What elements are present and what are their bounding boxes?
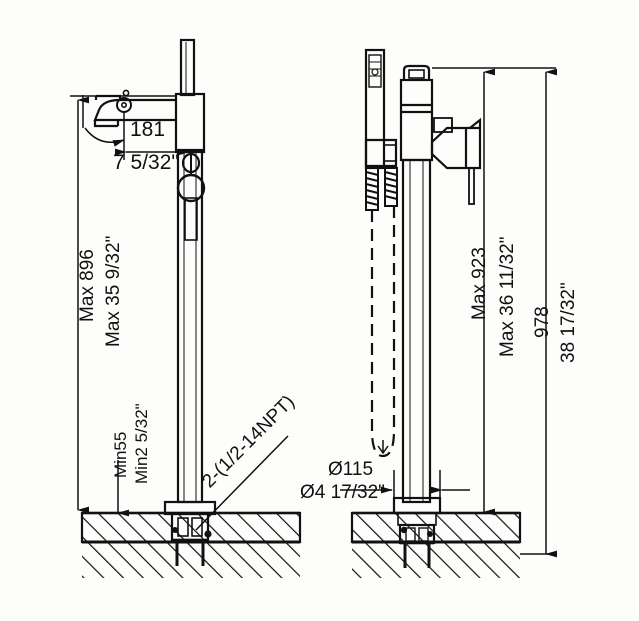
left-max-height-mm: Max 896 xyxy=(77,249,98,322)
right-max-height-mm: Max 923 xyxy=(469,247,490,320)
right-floor-hatching xyxy=(350,511,522,578)
left-max-height-in: Max 35 9/32" xyxy=(103,235,124,347)
right-max-height-in: Max 36 11/32" xyxy=(497,236,518,357)
right-base-diameter-in: Ø4 17/32" xyxy=(300,482,385,503)
left-min-floor-in: Min2 5/32" xyxy=(132,403,151,484)
left-faucet-body xyxy=(93,38,217,566)
left-floor-hatching xyxy=(80,511,302,578)
right-base-diameter-mm: Ø115 xyxy=(328,459,374,480)
left-spout-projection-in: 7 5/32" xyxy=(113,151,179,174)
right-dimension-lines xyxy=(340,67,557,558)
left-dimension-lines xyxy=(70,95,289,531)
right-faucet-body xyxy=(364,48,482,568)
right-overall-height-mm: 978 xyxy=(532,306,553,338)
left-spout-projection-mm: 181 xyxy=(130,118,166,141)
right-overall-height-in: 38 17/32" xyxy=(558,282,579,363)
left-min-floor-mm: Min55 xyxy=(111,431,130,478)
